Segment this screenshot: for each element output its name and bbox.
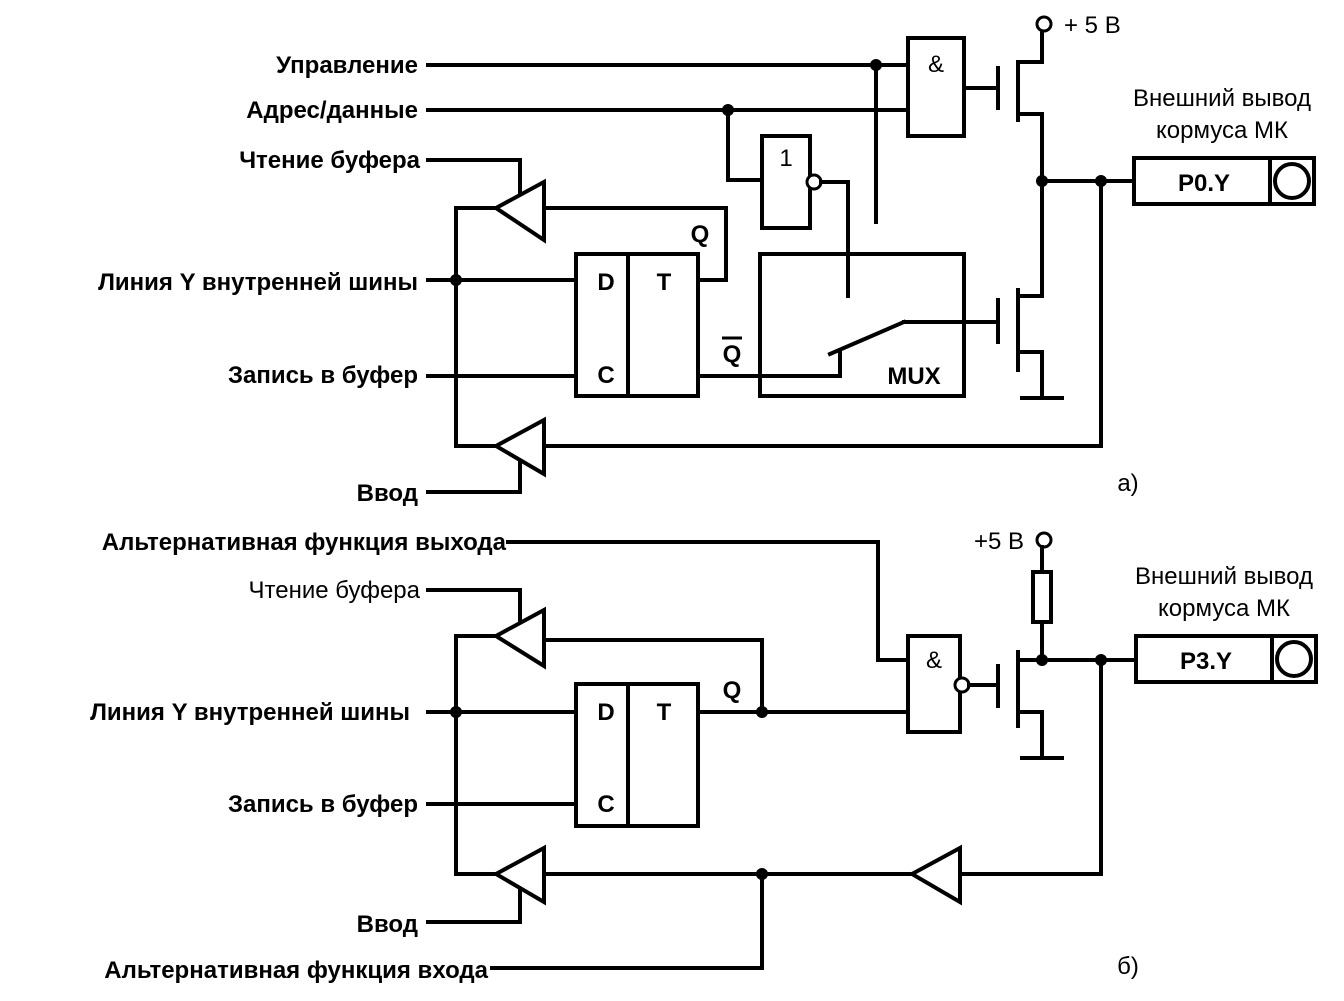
label-bus-line: Линия Y внутренней шины [90,699,410,726]
latch-t-label: T [657,269,672,296]
caption-b: б) [1117,953,1139,980]
latch-c-label: C [597,362,614,389]
pin-caption-line2: кормуса МК [1156,117,1288,144]
nand-gate-symbol: & [926,647,942,674]
label-alt-in: Альтернативная функция входа [104,957,488,984]
diagram-b: Альтернативная функция выхода Чтение буф… [90,528,1318,984]
label-supply: +5 В [974,528,1024,555]
supply-terminal [1035,15,1053,33]
label-control: Управление [276,52,418,79]
label-bus-line: Линия Y внутренней шины [98,269,418,296]
mux-label: MUX [887,363,940,390]
pin-pad-icon [1273,162,1311,200]
label-alt-out: Альтернативная функция выхода [102,529,507,556]
nand-gate [906,634,962,734]
buffer-pin-input [907,844,962,906]
pin-caption-line2: кормуса МК [1158,595,1290,622]
latch-block [574,252,700,398]
latch-t-label: T [657,699,672,726]
supply-terminal [1035,531,1053,549]
latch-nq-label: Q [723,341,742,368]
label-addr-data: Адрес/данные [246,97,418,124]
label-input: Ввод [357,911,418,938]
and-gate-symbol: & [928,51,944,78]
label-write-buffer: Запись в буфер [228,791,418,818]
caption-a: а) [1117,470,1138,497]
pin-caption-line1: Внешний вывод [1133,85,1311,112]
pin-pad-icon [1275,640,1313,678]
latch-q-label: Q [723,677,742,704]
label-supply: + 5 В [1064,12,1121,39]
pullup-resistor [1031,570,1053,624]
label-read-buffer: Чтение буфера [239,147,420,174]
latch-d-label: D [597,699,614,726]
pin-name: P0.Y [1178,170,1230,197]
mux-block [758,252,966,398]
pin-caption-line1: Внешний вывод [1135,563,1313,590]
label-read-buffer: Чтение буфера [249,577,421,604]
diagram-a: Управление Адрес/данные Чтение буфера Ли… [98,12,1316,507]
latch-c-label: C [597,791,614,818]
label-input: Ввод [357,480,418,507]
latch-block [574,682,700,828]
pin-name: P3.Y [1180,648,1232,675]
latch-d-label: D [597,269,614,296]
nand-bubble [953,676,971,694]
inverter-gate [760,134,812,230]
inverter-bubble [805,173,823,191]
mux-switch [827,319,907,357]
latch-q-label: Q [691,221,710,248]
inverter-symbol: 1 [779,145,792,172]
label-write-buffer: Запись в буфер [228,362,418,389]
